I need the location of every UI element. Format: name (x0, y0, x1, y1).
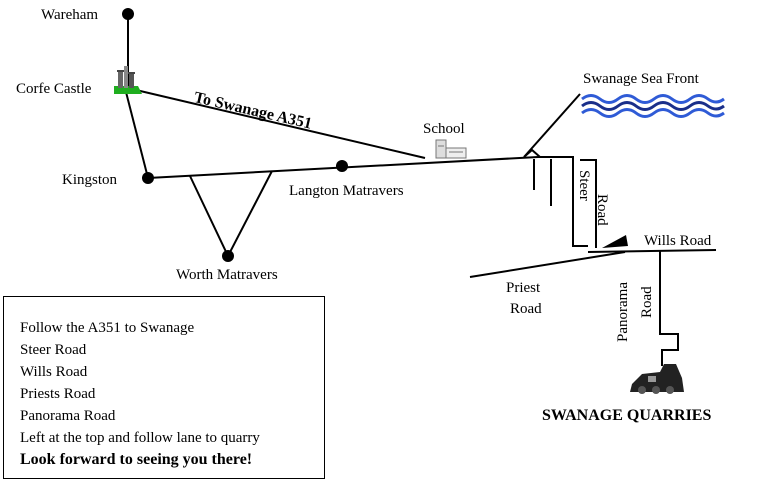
label-priest-road-line1: Priest (506, 280, 541, 296)
direction-step: Wills Road (20, 364, 88, 380)
label-swanage-sea-front: Swanage Sea Front (583, 71, 699, 87)
direction-step: Left at the top and follow lane to quarr… (20, 430, 260, 446)
directions-list: Follow the A351 to Swanage Steer Road Wi… (4, 297, 324, 471)
quarry-machinery-icon (630, 364, 684, 394)
road-a351 (135, 89, 426, 159)
label-panorama-road-line2: Road (639, 286, 655, 318)
road-priest (469, 251, 626, 278)
road-steer-left (538, 156, 588, 247)
direction-step: Priests Road (20, 386, 96, 402)
castle-icon (114, 66, 142, 94)
kingston-dot (142, 172, 154, 184)
road-panorama-lane (659, 250, 679, 366)
worth-matravers-dot (222, 250, 234, 262)
label-worth-matravers: Worth Matravers (176, 267, 278, 283)
road-junction-bump (523, 148, 541, 158)
road-wills (587, 249, 717, 253)
label-kingston: Kingston (62, 172, 118, 188)
road-sea-front (523, 93, 581, 158)
label-swanage-quarries: SWANAGE QUARRIES (542, 407, 712, 424)
directions-box: Follow the A351 to Swanage Steer Road Wi… (3, 296, 325, 479)
label-corfe-castle: Corfe Castle (16, 81, 92, 97)
direction-step: Follow the A351 to Swanage (20, 320, 195, 336)
school-icon (435, 139, 467, 159)
direction-step: Steer Road (20, 342, 87, 358)
direction-step: Panorama Road (20, 408, 116, 424)
label-steer-road-line1: Steer (576, 170, 592, 201)
label-panorama-road-line1: Panorama (615, 282, 631, 342)
label-school: School (423, 121, 465, 137)
road-corfe-kingston (125, 91, 149, 179)
waves-icon (581, 94, 725, 118)
road-worth-loop (189, 170, 273, 259)
wareham-dot (122, 8, 134, 20)
label-wareham: Wareham (41, 7, 99, 23)
label-wills-road: Wills Road (644, 233, 712, 249)
label-priest-road-line2: Road (510, 301, 542, 317)
closing-message: Look forward to seeing you there! (20, 451, 253, 468)
label-langton-matravers: Langton Matravers (289, 183, 404, 199)
road-steer-right (580, 159, 597, 248)
direction-arrow-icon (602, 235, 628, 248)
langton-matravers-dot (336, 160, 348, 172)
label-steer-road-line2: Road (594, 194, 610, 226)
